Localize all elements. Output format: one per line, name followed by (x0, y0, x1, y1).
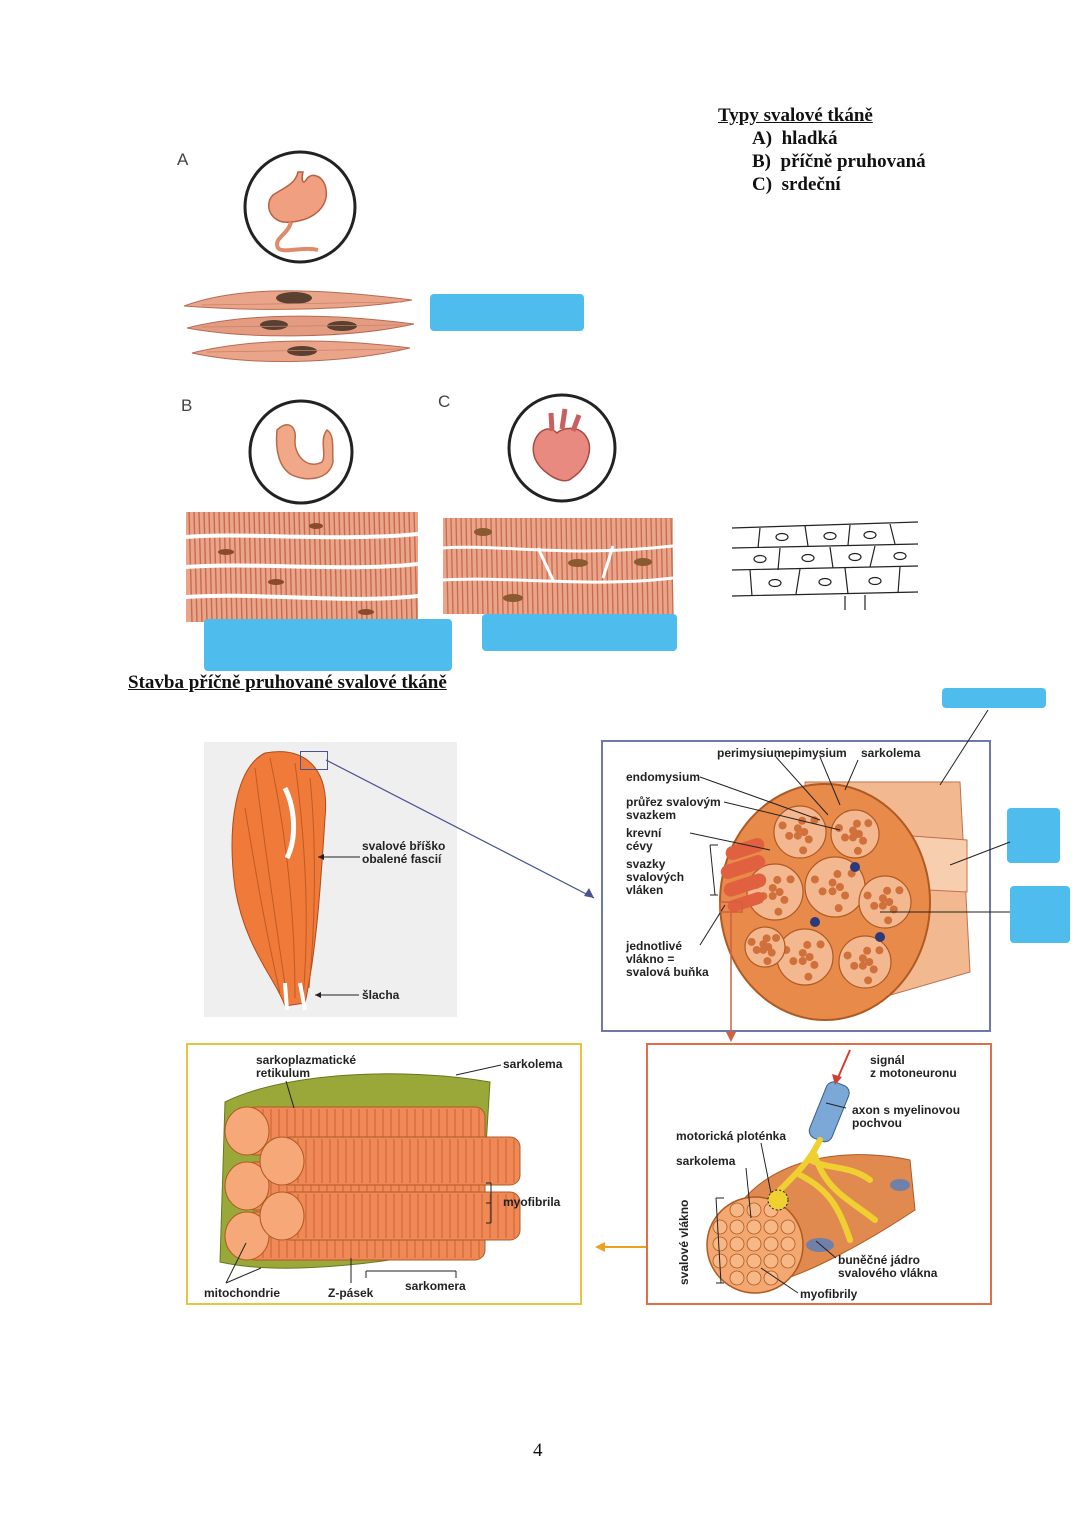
structure-heading: Stavba příčně pruhované svalové tkáně (128, 672, 447, 693)
label-vessels: krevní cévy (626, 826, 662, 853)
label-axon: axon s myelinovou pochvou (852, 1103, 961, 1130)
label-mitochondria: mitochondrie (204, 1286, 281, 1300)
heart-icon (507, 393, 617, 503)
figure-letter-b: B (181, 396, 193, 415)
answer-box-epimysium[interactable] (942, 688, 1046, 708)
label-myofibril: myofibrila (503, 1195, 561, 1209)
label-reticulum: sarkoplazmatické retikulum (256, 1053, 357, 1080)
page-number: 4 (533, 1440, 543, 1461)
label-single-fiber: jednotlivé vlákno = svalová buňka (626, 939, 709, 979)
label-sarkolema-cs: sarkolema (861, 746, 921, 760)
answer-box-cardiac[interactable] (482, 614, 677, 651)
figure-letter-c: C (438, 392, 451, 411)
label-plate: motorická ploténka (676, 1129, 787, 1143)
cross-section-illustration (719, 781, 971, 1021)
label-sarkolema-fiber: sarkolema (503, 1057, 563, 1071)
cross-section-pointers (689, 709, 1011, 1042)
types-list: Typy svalové tkáně A) hladká B) příčně p… (718, 104, 926, 196)
back-arrow (595, 1242, 653, 1252)
cardiac-muscle-illustration (442, 517, 674, 615)
cardiac-sketch (731, 521, 919, 610)
answer-box-fiber[interactable] (1010, 886, 1070, 943)
skeletal-muscle-illustration (185, 511, 419, 623)
label-myofibrils: myofibrily (800, 1287, 858, 1301)
neuron-pointers (715, 1102, 847, 1294)
types-heading: Typy svalové tkáně (718, 105, 873, 126)
neuron-illustration (706, 1049, 916, 1294)
answer-box-fascicle[interactable] (1007, 808, 1060, 863)
label-nucleus: buněčné jádro svalového vlákna (838, 1253, 938, 1280)
label-bundle-section: průřez svalovým svazkem (626, 795, 721, 822)
label-endomysium: endomysium (626, 770, 701, 784)
answer-box-smooth[interactable] (430, 294, 584, 331)
fiber-pointers (225, 1064, 502, 1284)
arm-icon (248, 399, 354, 505)
label-bundles: svazky svalových vláken (626, 857, 685, 897)
answer-box-skeletal[interactable] (204, 619, 452, 671)
label-zband: Z-pásek (328, 1286, 374, 1300)
label-sarcomere: sarkomera (405, 1279, 466, 1293)
label-epimysium: epimysium (784, 746, 847, 760)
label-belly: svalové bříško obalené fascií (362, 839, 446, 866)
thigh-zoom-marker (300, 751, 328, 770)
smooth-muscle-illustration (183, 290, 415, 363)
label-signal: signál z motoneuronu (870, 1053, 957, 1080)
stomach-icon (243, 150, 357, 264)
types-item-a: A) hladká (752, 128, 838, 149)
zoom-arrow (325, 759, 595, 899)
belly-pointer (318, 854, 360, 860)
types-item-b: B) příčně pruhovaná (752, 151, 926, 172)
types-item-c: C) srdeční (752, 174, 841, 195)
figure-letter-a: A (177, 150, 189, 169)
tendon-pointer (315, 992, 359, 998)
fiber-illustration (219, 1073, 521, 1269)
label-sarkolema-neuron: sarkolema (676, 1154, 736, 1168)
label-tendon: šlacha (362, 988, 400, 1002)
thigh-muscle-illustration (231, 751, 327, 1011)
label-perimysium: perimysium (717, 746, 785, 760)
